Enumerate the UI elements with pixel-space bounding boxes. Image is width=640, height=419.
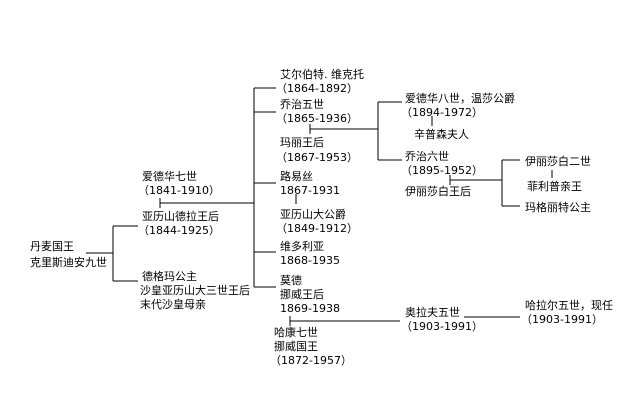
- node-dates: 1869-1938: [280, 302, 340, 315]
- node-dates: （1844-1925）: [138, 224, 220, 237]
- node-name: 玛格丽特公主: [525, 201, 591, 214]
- node-dates: （1867-1953）: [276, 151, 358, 164]
- node-dates: （1903-1991）: [521, 313, 603, 326]
- node-name: 爱德华八世，温莎公爵: [405, 92, 515, 105]
- node-dates: （1865-1936）: [276, 112, 358, 125]
- node-name: 爱德华七世: [142, 170, 197, 183]
- node-name: 奥拉夫五世: [405, 306, 460, 319]
- node-dates: （1841-1910）: [138, 184, 220, 197]
- node-name: 莫德: [280, 274, 302, 287]
- node-name: 哈康七世: [274, 326, 318, 339]
- node-name: 艾尔伯特. 维克托: [280, 68, 364, 81]
- node-title: 克里斯迪安九世: [30, 256, 107, 269]
- node-name: 亚历山大公爵: [280, 208, 346, 221]
- node-name: 辛普森夫人: [414, 128, 469, 141]
- node-name: 乔治六世: [405, 150, 449, 163]
- node-dates: （1895-1952）: [401, 164, 483, 177]
- node-title: 挪威王后: [280, 288, 324, 301]
- node-dates: （1894-1972）: [401, 106, 483, 119]
- node-dates: （1872-1957）: [270, 354, 352, 367]
- node-name: 维多利亚: [280, 240, 324, 253]
- node-note: 沙皇亚历山大三世王后: [140, 284, 250, 297]
- node-name: 乔治五世: [280, 98, 324, 111]
- node-title: 挪威国王: [274, 340, 318, 353]
- node-dates: （1903-1991）: [401, 320, 483, 333]
- node-dates: 1867-1931: [280, 184, 340, 197]
- node-title: 丹麦国王: [30, 240, 74, 253]
- node-name: 玛丽王后: [280, 136, 324, 149]
- node-dates: （1864-1892）: [276, 82, 358, 95]
- node-name: 伊丽莎白王后: [405, 185, 471, 198]
- node-name: 菲利普亲王: [527, 180, 582, 193]
- node-name: 德格玛公主: [142, 270, 197, 283]
- node-name: 哈拉尔五世，现任: [525, 299, 613, 312]
- node-name: 亚历山德拉王后: [142, 210, 219, 223]
- node-dates: 1868-1935: [280, 254, 340, 267]
- node-name: 伊丽莎白二世: [525, 155, 591, 168]
- node-dates: （1849-1912）: [276, 222, 358, 235]
- node-note: 末代沙皇母亲: [140, 298, 206, 311]
- node-name: 路易丝: [280, 170, 313, 183]
